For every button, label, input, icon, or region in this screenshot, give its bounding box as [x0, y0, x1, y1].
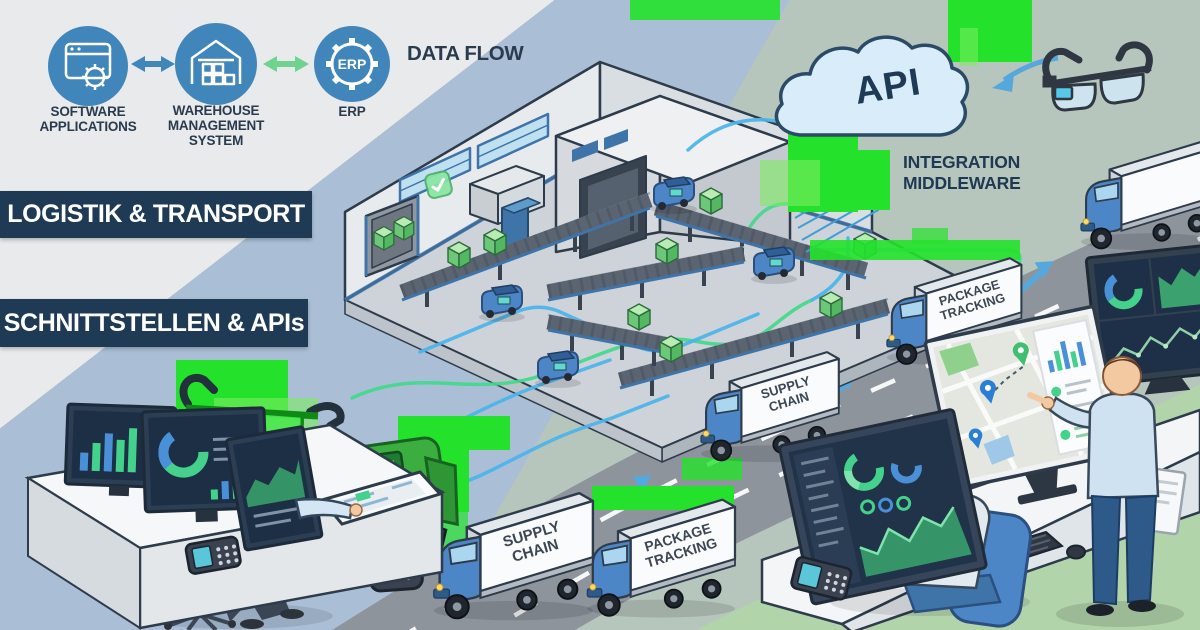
standing-manager: [1027, 356, 1184, 627]
data-flow-label: DATA FLOW: [407, 42, 524, 65]
legend-label-software-applications: SOFTWARE APPLICATIONS: [8, 104, 168, 134]
legend-label-erp: ERP: [317, 104, 387, 119]
banner-text: SCHNITTSTELLEN & APIs: [3, 308, 305, 337]
middleware-label-line: MIDDLEWARE: [903, 173, 1021, 193]
handheld-terminal-icon: [184, 535, 242, 575]
right-control-room: [760, 243, 1200, 630]
legend-label-warehouse-management-system: WAREHOUSE MANAGEMENT SYSTEM: [146, 103, 286, 148]
map-monitor: [923, 305, 1126, 505]
middleware-label-line: INTEGRATION: [903, 152, 1021, 172]
conveyor-belt: [546, 314, 670, 366]
legend-label-line: WAREHOUSE: [172, 103, 260, 118]
conveyor-belt: [546, 246, 746, 310]
browser-gear-icon: [48, 26, 128, 106]
dashboard-monitor: [224, 425, 324, 552]
conveyor-belts: [399, 192, 890, 396]
truck-package-tracking-upper: PACKAGE TRACKING: [885, 257, 1023, 367]
legend-label-line: ERP: [338, 104, 366, 119]
road-arrow-icon: [1016, 261, 1054, 296]
erp-gear-label: ERP: [338, 56, 367, 72]
truck-package-tracking-bottom: PACKAGE TRACKING: [586, 498, 737, 619]
truck-supply-chain-bottom: SUPPLY CHAIN: [432, 491, 595, 622]
warehouse-icon: [175, 23, 257, 105]
glasses-to-cloud-arrow-icon: [992, 55, 1059, 92]
conveyor-belt: [399, 192, 653, 307]
mouse-icon: [1066, 544, 1086, 560]
truck-supply-chain-mid: SUPPLY CHAIN: [699, 351, 840, 464]
map-pin-icon: [968, 428, 983, 449]
legend-label-line: MANAGEMENT: [167, 118, 265, 134]
wifi-check-icon: [424, 170, 453, 200]
banner-schnittstellen-apis: SCHNITTSTELLEN & APIs: [0, 299, 308, 347]
banner-text: LOGISTIK & TRANSPORT: [7, 200, 305, 228]
dashboard-monitor-large: [778, 408, 988, 606]
legend-label-line: SOFTWARE: [50, 104, 126, 119]
map-pin-icon: [979, 379, 996, 404]
banner-logistik-transport: LOGISTIK & TRANSPORT: [0, 191, 312, 238]
integration-middleware-label: INTEGRATION MIDDLEWARE: [903, 152, 1021, 194]
loading-dock-door: [364, 194, 420, 278]
arrow-green-icon: [263, 56, 309, 72]
legend-label-line: SYSTEM: [188, 133, 244, 149]
conveyor-belt: [618, 298, 890, 396]
wall-monitor: [1084, 243, 1200, 395]
left-operator-station: [24, 402, 446, 630]
arrow-blue-icon: [131, 56, 175, 72]
legend-icons: ERP: [48, 23, 390, 106]
erp-gear-icon: ERP: [314, 26, 390, 102]
map-pin-icon: [1012, 342, 1029, 366]
legend-label-line: APPLICATIONS: [39, 119, 137, 135]
smart-glasses-icon: [1042, 41, 1153, 112]
handheld-terminal-icon: [790, 556, 853, 601]
api-cloud: [774, 35, 970, 137]
